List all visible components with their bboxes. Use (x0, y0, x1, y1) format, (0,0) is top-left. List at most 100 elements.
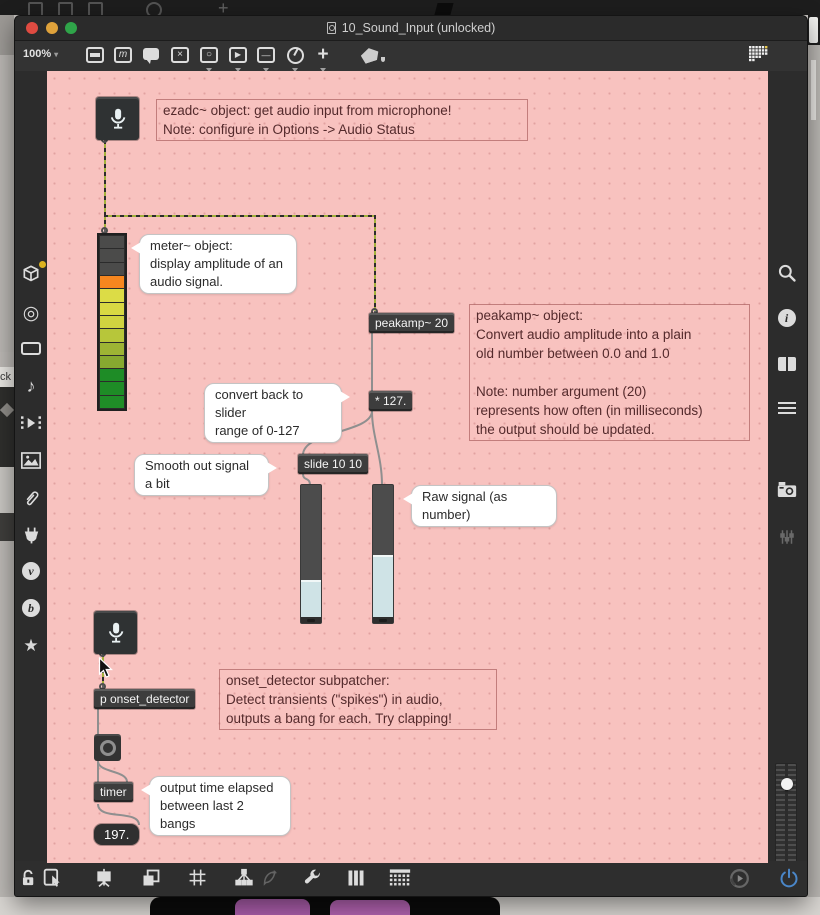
object-box-icon (86, 47, 104, 63)
paint-bucket-drop-icon (381, 57, 385, 62)
chevron-down-icon (263, 68, 269, 72)
meter-bubble-comment[interactable]: meter~ object: display amplitude of an a… (131, 234, 297, 294)
background-toolbar-icon (58, 2, 73, 15)
raw-slider[interactable] (372, 484, 394, 624)
new-playbar-button[interactable]: ▶ (228, 45, 248, 72)
vizzie-icon: v (22, 562, 40, 580)
layers-button[interactable] (141, 868, 161, 893)
left-sidebar: ◎ ♪ v b ★ (15, 71, 47, 863)
audition-icon (730, 869, 749, 888)
background-toolbar-icon (146, 2, 162, 15)
sidebar-item-split-view[interactable] (766, 357, 807, 376)
peakamp-object[interactable]: peakamp~ 20 (369, 313, 455, 333)
background-toolbar-icon (88, 2, 103, 15)
bang-ring-icon (99, 739, 116, 756)
signal-cord (104, 140, 106, 235)
hierarchy-button[interactable] (234, 868, 254, 893)
minimize-window-button[interactable] (46, 22, 58, 34)
raw-signal-bubble-comment[interactable]: Raw signal (as number) (403, 485, 557, 527)
zoom-window-button[interactable] (65, 22, 77, 34)
sidebar-item-search[interactable] (766, 263, 807, 288)
new-slider-button[interactable]: — (256, 45, 276, 72)
signal-cord (374, 215, 376, 313)
probe-button[interactable] (260, 868, 278, 893)
keyboard-button[interactable] (346, 868, 366, 893)
bottom-toolbar (15, 861, 807, 896)
timer-bubble-comment[interactable]: output time elapsed between last 2 bangs (141, 776, 291, 836)
audio-icon: ◎ (22, 303, 40, 324)
slide-object[interactable]: slide 10 10 (298, 454, 369, 474)
sidebar-item-video[interactable] (15, 415, 47, 436)
mouse-cursor (98, 656, 114, 684)
smoothed-slider[interactable] (300, 484, 322, 624)
chevron-down-icon: ▾ (54, 50, 59, 59)
multiply-object[interactable]: * 127. (369, 391, 413, 411)
presentation-mode-button[interactable] (94, 868, 114, 893)
microphone-icon (108, 622, 123, 643)
new-toggle-button[interactable]: × (170, 45, 190, 65)
plus-icon: + (317, 44, 329, 65)
right-sidebar: i (766, 71, 807, 873)
sidebar-item-filters[interactable] (766, 528, 807, 551)
smooth-bubble-comment[interactable]: Smooth out signal a bit (134, 454, 277, 496)
ezadc-object[interactable] (96, 97, 139, 140)
patcher-zoom-slider[interactable] (775, 763, 797, 873)
zoom-slider-knob[interactable] (781, 778, 793, 790)
debug-tools-button[interactable] (303, 868, 322, 893)
convert-bubble-comment[interactable]: convert back to slider range of 0-127 (204, 383, 350, 443)
audio-power-button[interactable] (779, 868, 799, 893)
grid-icon (189, 869, 206, 886)
background-toolbar-icon (434, 3, 454, 15)
sidebar-item-images[interactable] (15, 452, 47, 474)
timer-object[interactable]: timer (94, 782, 133, 802)
select-icon (43, 868, 60, 887)
new-number-button[interactable]: ○ (199, 45, 219, 72)
meter-object[interactable] (97, 233, 127, 411)
onset-detector-subpatcher[interactable]: p onset_detector (94, 689, 196, 709)
microphone-icon (110, 108, 125, 129)
step-sequencer-button[interactable] (389, 868, 411, 891)
sidebar-item-sound[interactable]: ♪ (15, 376, 47, 397)
sidebar-item-attachments[interactable] (15, 489, 47, 513)
bang-button[interactable] (94, 734, 121, 761)
music-note-icon: ♪ (26, 376, 36, 396)
new-comment-button[interactable] (141, 45, 161, 65)
sidebar-item-snapshot[interactable] (766, 481, 807, 503)
enable-selection-button[interactable] (43, 868, 63, 893)
hardware-icon (21, 342, 41, 355)
onset-comment[interactable]: onset_detector subpatcher: Detect transi… (219, 669, 497, 730)
peakamp-comment[interactable]: peakamp~ object: Convert audio amplitude… (469, 304, 750, 441)
sidebar-item-favorites[interactable]: ★ (15, 636, 47, 656)
lock-toggle-button[interactable] (19, 868, 38, 893)
zoom-level-control[interactable]: 100%▾ (23, 48, 58, 60)
close-window-button[interactable] (26, 22, 38, 34)
chevron-down-icon (320, 68, 326, 72)
sidebar-item-console[interactable] (766, 402, 807, 422)
patcher-window: 10_Sound_Input (unlocked) 100%▾ m × ○ ▶ … (14, 15, 808, 897)
elapsed-time-number-box[interactable]: 197. (94, 824, 140, 845)
sidebar-item-plugins[interactable] (15, 526, 47, 550)
filters-icon (779, 530, 794, 544)
patcher-canvas[interactable]: ezadc~ object: get audio input from micr… (47, 71, 768, 863)
background-artwork (150, 897, 500, 915)
step-sequencer-icon (389, 869, 411, 886)
ezadc-comment[interactable]: ezadc~ object: get audio input from micr… (156, 99, 528, 141)
sidebar-item-beap[interactable]: b (15, 599, 47, 617)
ezadc-object-2[interactable] (94, 611, 137, 654)
add-object-button[interactable]: + (313, 44, 333, 72)
chevron-down-icon (292, 68, 298, 72)
sidebar-item-vizzie[interactable]: v (15, 562, 47, 580)
sidebar-item-packages[interactable] (15, 261, 47, 288)
paint-bucket-icon[interactable] (359, 46, 380, 65)
new-dial-button[interactable] (285, 45, 305, 72)
background-toolbar-icon (28, 2, 43, 15)
chevron-down-icon (206, 68, 212, 72)
grid-toggle-button[interactable] (188, 868, 207, 892)
sidebar-item-hardware[interactable] (15, 342, 47, 360)
sidebar-item-audio[interactable]: ◎ (15, 302, 47, 325)
sidebar-item-inspector[interactable]: i (766, 309, 807, 327)
new-message-button[interactable]: m (113, 45, 133, 65)
audition-button[interactable] (729, 868, 750, 894)
grid-icon[interactable] (749, 46, 770, 64)
new-object-button[interactable] (85, 45, 105, 65)
